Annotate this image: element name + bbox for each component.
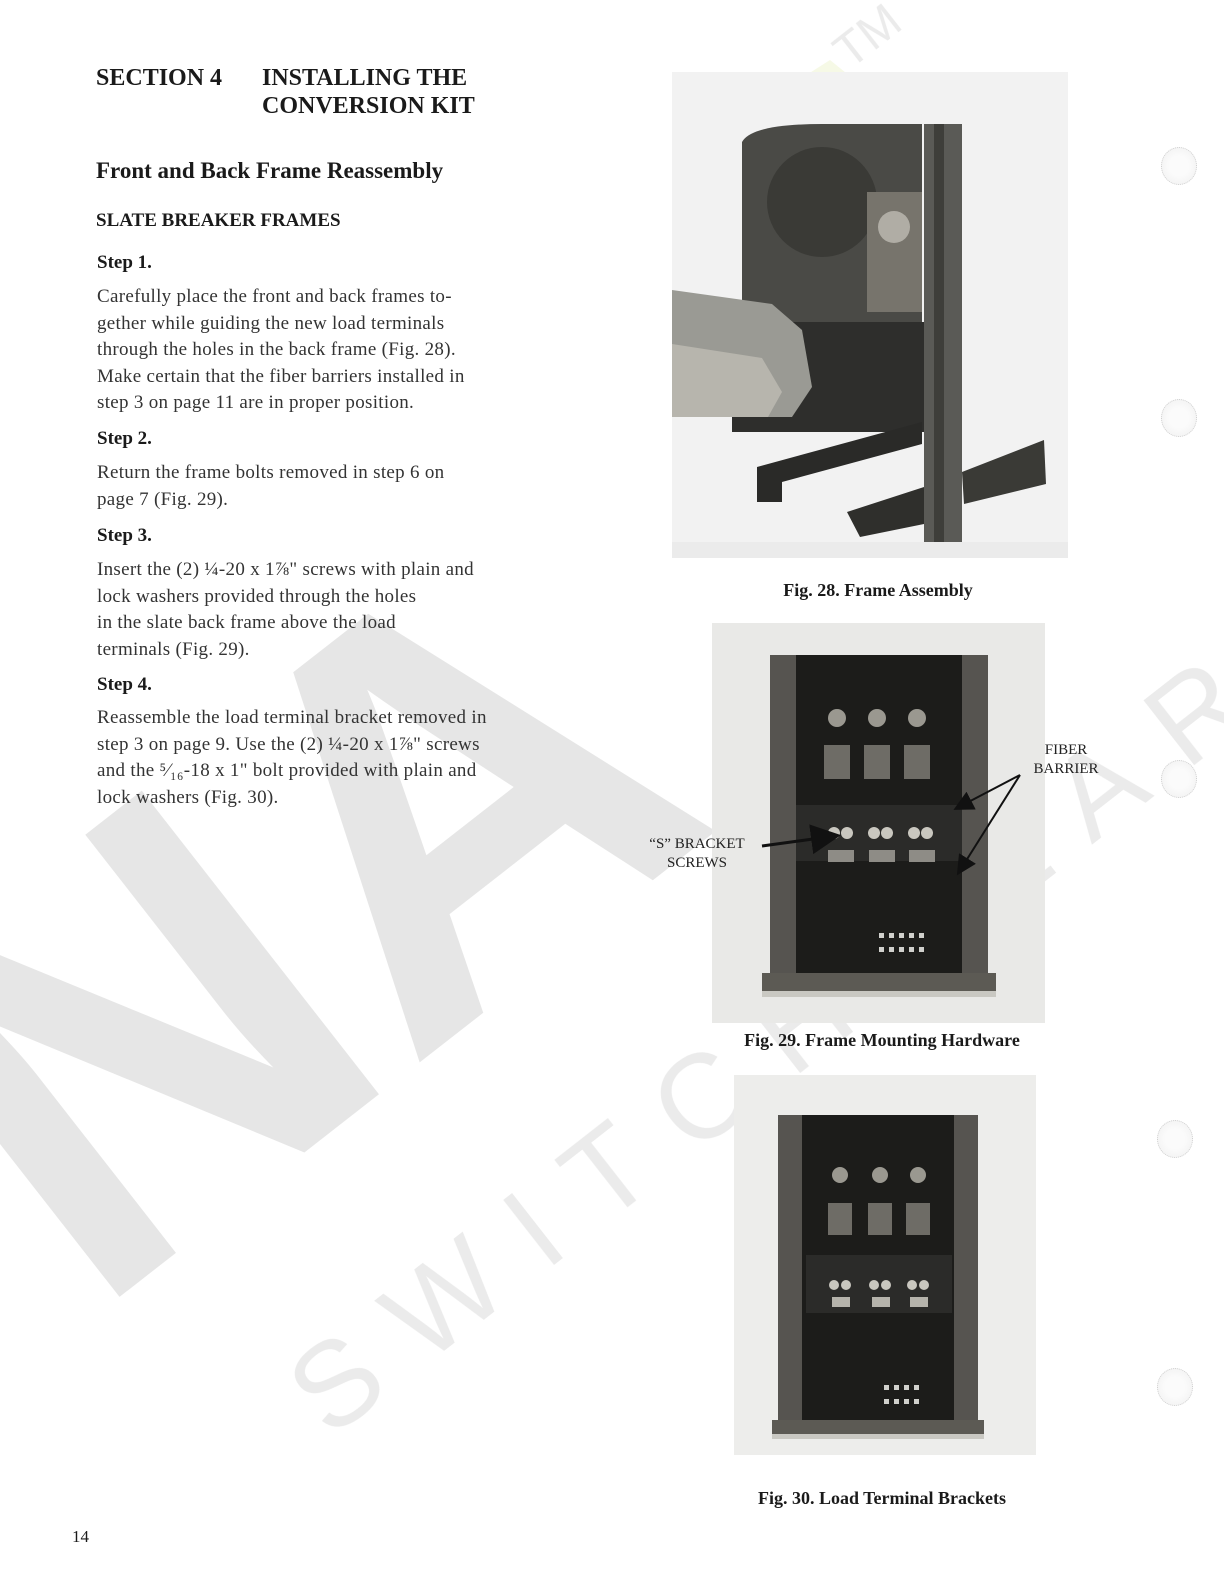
callout-arrows [761,774,1021,876]
section-title-line1: INSTALLING THE [262,65,468,91]
callout-s-bracket-screws: “S” BRACKET SCREWS [632,835,762,873]
step-1-line: through the holes in the back frame (Fig… [97,339,456,360]
section-title-line2: CONVERSION KIT [262,93,475,119]
step-2-title: Step 2. [97,428,152,449]
step-1-body: Carefully place the front and back frame… [97,284,617,417]
step-1-line: Make certain that the fiber barriers ins… [97,365,465,387]
figure-28-photo [672,72,1068,558]
figure-30-caption: Fig. 30. Load Terminal Brackets [757,1488,1006,1508]
callout-fiber-line: FIBER [1044,742,1088,758]
punch-hole [1161,399,1197,437]
punch-hole [1157,1120,1193,1158]
step-1-line: step 3 on page 11 are in proper position… [97,392,415,413]
figure-29-caption: Fig. 29. Frame Mounting Hardware [744,1030,1020,1050]
step-4-line: step 3 on page 9. Use the (2) ¼-20 x 1⅞"… [97,733,480,755]
step-3-line: Insert the (2) ¼-20 x 1⅞" screws with pl… [97,559,474,580]
subheading: Front and Back Frame Reassembly [96,158,444,183]
step-3-line: terminals (Fig. 29). [97,638,250,660]
step-4-title: Step 4. [97,674,152,695]
figure-30-photo [734,1075,1036,1455]
callout-bracket-line: “S” BRACKET [649,836,745,852]
page-number: 14 [72,1527,89,1546]
step-4-body: Reassemble the load terminal bracket rem… [97,705,617,811]
step-3-line: lock washers provided through the holes [97,585,417,607]
step-1-line: Carefully place the front and back frame… [97,286,452,307]
callout-fiber-barrier: FIBER BARRIER [1016,741,1116,779]
frames-heading: SLATE BREAKER FRAMES [96,210,341,231]
step-1-title: Step 1. [97,252,152,273]
step-2-line: page 7 (Fig. 29). [97,488,229,510]
step-4-line: Reassemble the load terminal bracket rem… [97,707,487,728]
callout-bracket-line: SCREWS [666,855,727,871]
step-3-body: Insert the (2) ¼-20 x 1⅞" screws with pl… [97,557,617,663]
step-1-line: gether while guiding the new load termin… [97,312,445,334]
punch-hole [1161,147,1197,185]
step-4-line: and the ⁵⁄₁₆-18 x 1" bolt provided with … [97,760,477,781]
step-2-body: Return the frame bolts removed in step 6… [97,460,617,513]
punch-hole [1157,1368,1193,1406]
watermark-tm: TM [824,0,911,79]
step-4-line: lock washers (Fig. 30). [97,786,279,808]
callout-fiber-line: BARRIER [1033,761,1099,777]
step-3-title: Step 3. [97,525,152,546]
step-3-line: in the slate back frame above the load [97,612,396,633]
section-number: SECTION 4 [96,65,223,91]
figure-28-caption: Fig. 28. Frame Assembly [783,580,973,600]
punch-hole [1161,760,1197,798]
step-2-line: Return the frame bolts removed in step 6… [97,462,445,483]
